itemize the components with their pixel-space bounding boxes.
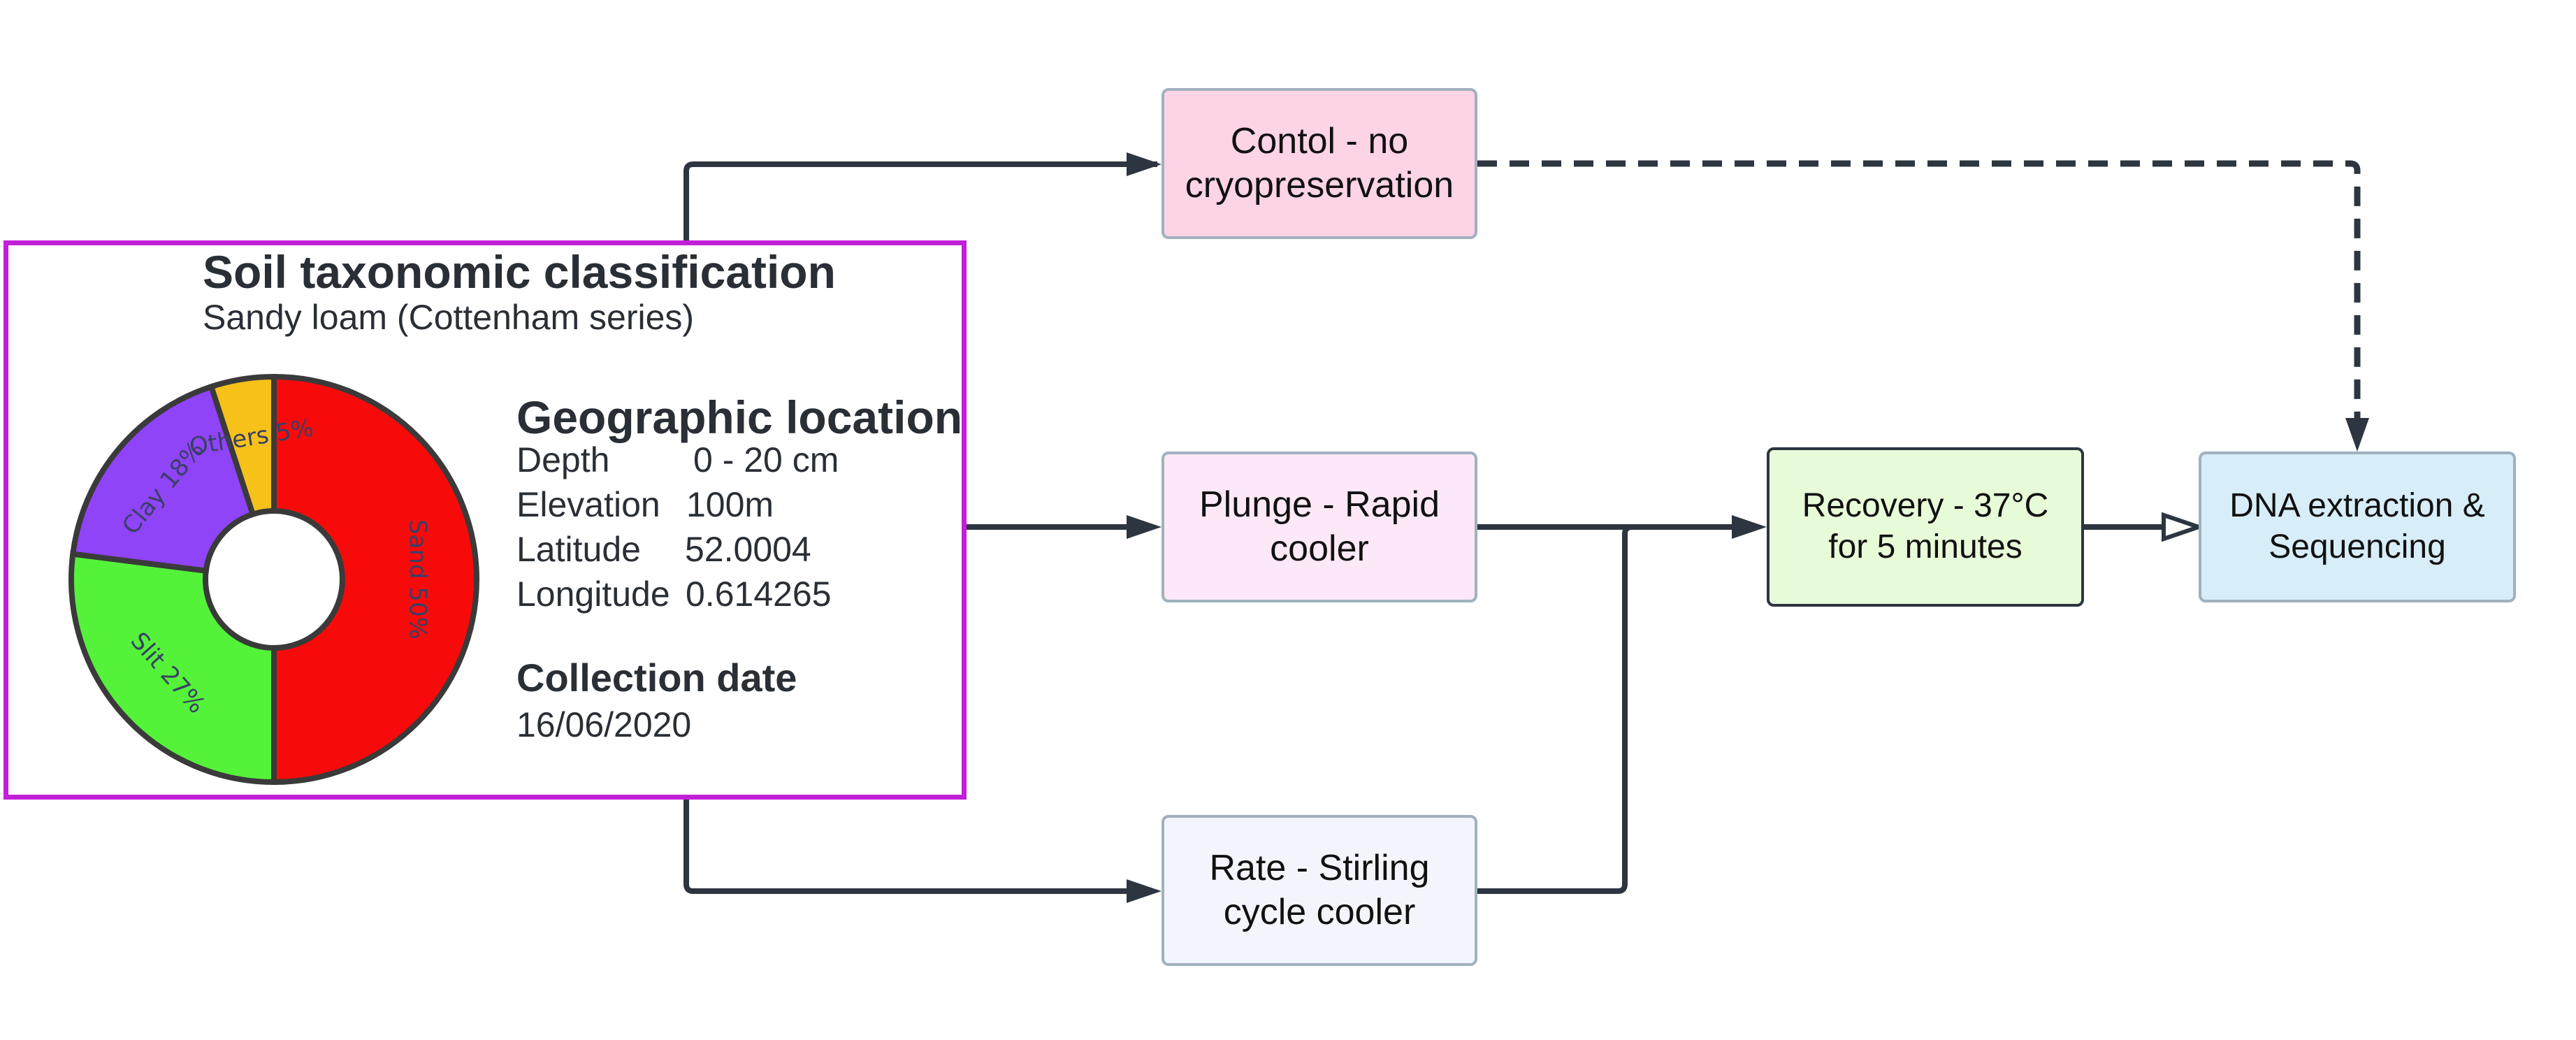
arrow-panel-to-control [683, 161, 1157, 240]
donut-slice-2 [69, 383, 256, 575]
geo-label-elevation: Elevation [516, 485, 660, 524]
dna-label: DNA extraction & Sequencing [2229, 487, 2485, 565]
recovery-node: Recovery - 37°C for 5 minutes [1767, 447, 2084, 607]
arrowhead-recovery [1732, 515, 1767, 539]
geo-title: Geographic location [516, 391, 963, 443]
arrow-panel-to-rate [683, 800, 1132, 894]
geo-label-longitude: Longitude [516, 575, 670, 614]
donut-slice-1 [68, 551, 277, 786]
arrowhead-dna [2162, 512, 2206, 542]
arrowhead-control [1127, 152, 1162, 176]
dna-node: DNA extraction & Sequencing [2199, 452, 2516, 602]
collection-date: 16/06/2020 [516, 705, 692, 744]
soil-composition-donut-chart: Sand 50%Slit 27%Clay 18%Others 5% [68, 373, 479, 786]
control-label: Contol - no cryopreservation [1185, 120, 1454, 205]
geo-label-depth: Depth [516, 440, 610, 479]
soil-subtitle: Sandy loam (Cottenham series) [203, 298, 695, 337]
plunge-node: Plunge - Rapid cooler [1162, 452, 1477, 602]
geo-value-elevation: 100m [686, 485, 774, 524]
rate-node: Rate - Stirling cycle cooler [1162, 815, 1477, 966]
dashed-arrow-control-to-dna [1477, 160, 2361, 419]
collection-title: Collection date [516, 656, 797, 700]
recovery-label: Recovery - 37°C for 5 minutes [1802, 487, 2049, 565]
soil-info-panel: Soil taxonomic classification Sandy loam… [3, 240, 967, 800]
donut-slice-3 [208, 373, 277, 518]
arrowhead-plunge [1127, 515, 1162, 539]
control-node: Contol - no cryopreservation [1162, 88, 1477, 239]
arrowhead-rate [1127, 879, 1162, 903]
arrow-rate-to-recovery [1477, 524, 1633, 894]
arrowhead-dna-top [2345, 418, 2369, 452]
donut-slice-0 [271, 373, 479, 786]
soil-title: Soil taxonomic classification [203, 246, 836, 298]
geo-label-latitude: Latitude [516, 530, 641, 569]
geo-value-depth: 0 - 20 cm [693, 440, 839, 479]
plunge-label: Plunge - Rapid cooler [1199, 484, 1440, 569]
geo-value-latitude: 52.0004 [685, 530, 811, 569]
geo-value-longitude: 0.614265 [686, 575, 832, 614]
rate-label: Rate - Stirling cycle cooler [1209, 847, 1430, 932]
donut-slice-label-0: Sand 50% [404, 519, 432, 640]
